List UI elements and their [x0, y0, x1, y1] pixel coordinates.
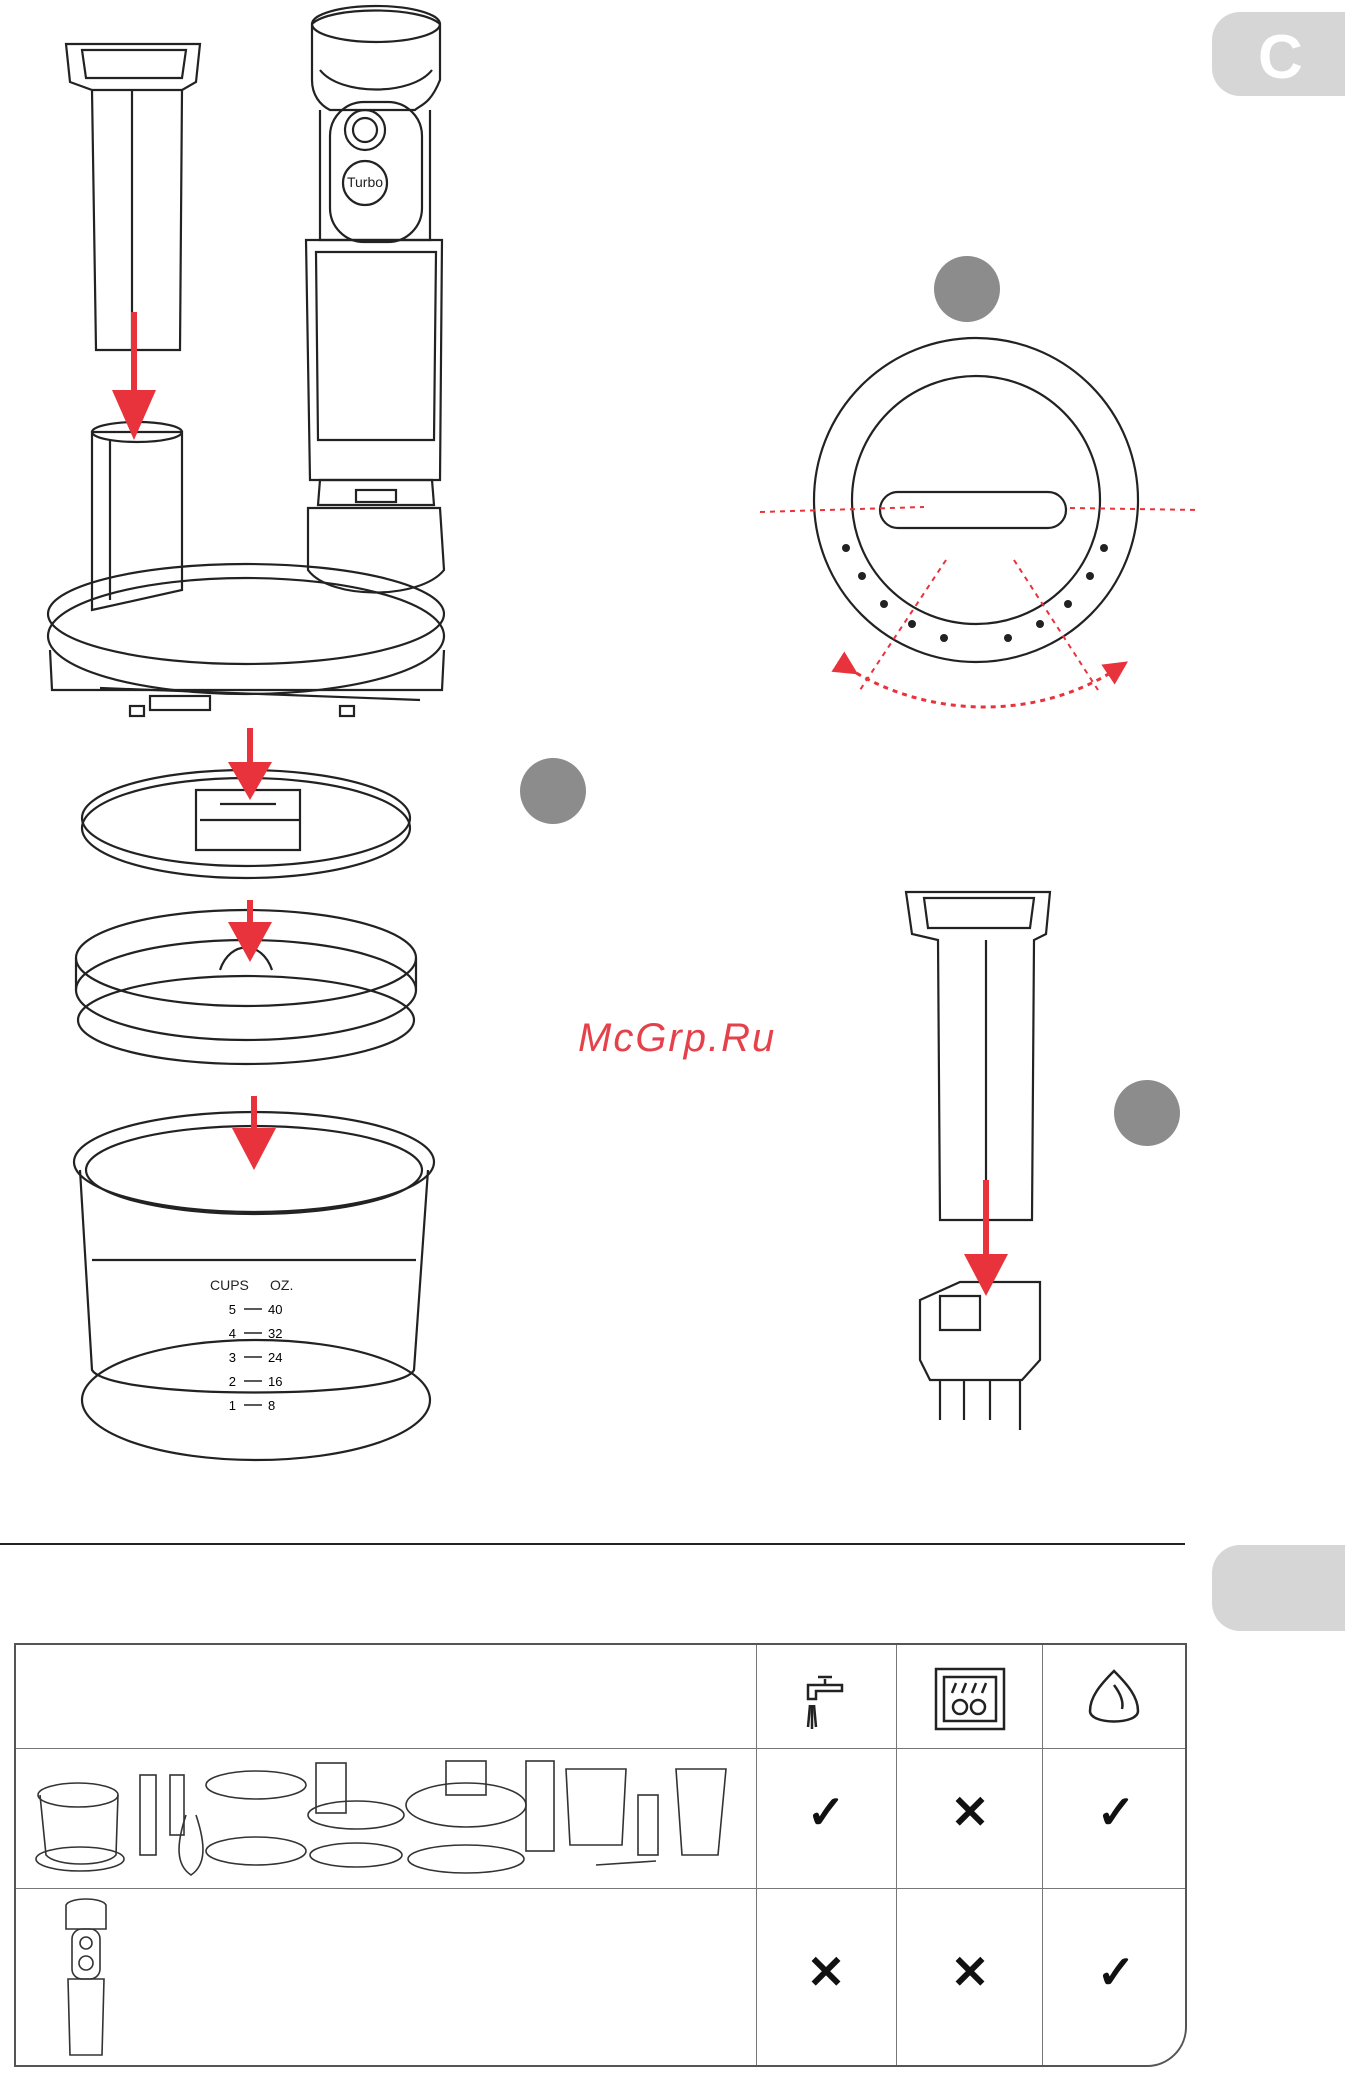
- dishwasher-no-motor: ✕: [940, 1945, 1000, 1999]
- section-tab-blank: [1212, 1545, 1345, 1631]
- bowl-scale: 5 40 4 32 3 24 2 16 1 8: [229, 1302, 283, 1413]
- tap-ok-accessories: ✓: [796, 1785, 856, 1839]
- dishwasher-no-accessories: ✕: [940, 1785, 1000, 1839]
- food-pusher-illustration: [66, 44, 200, 350]
- bowl-scale-oz: 8: [268, 1398, 275, 1413]
- bowl-scale-cups: 3: [229, 1350, 236, 1365]
- bowl-scale-oz: 24: [268, 1350, 282, 1365]
- bowl-scale-cups: 5: [229, 1302, 236, 1317]
- bowl-scale-oz: 16: [268, 1374, 282, 1389]
- tap-icon: [786, 1665, 866, 1735]
- bowl-cups-label: CUPS: [210, 1277, 249, 1293]
- assembly-illustration: Turbo CUPS OZ. 5 40 4 32 3 24 2 16 1 8: [0, 0, 1345, 1530]
- lid-illustration: [48, 508, 444, 716]
- bowl-scale-cups: 1: [229, 1398, 236, 1413]
- cloth-ok-motor: ✓: [1086, 1945, 1146, 1999]
- section-divider: [0, 1543, 1185, 1545]
- cloth-icon: [1080, 1665, 1150, 1735]
- dishwasher-icon: [930, 1663, 1010, 1735]
- watermark: McGrp.Ru: [578, 1016, 776, 1061]
- turbo-button-label: Turbo: [347, 174, 383, 190]
- tap-no-motor: ✕: [796, 1945, 856, 1999]
- bowl-scale-oz: 40: [268, 1302, 282, 1317]
- cloth-ok-accessories: ✓: [1086, 1785, 1146, 1839]
- pusher-base-illustration: [906, 892, 1050, 1430]
- bowl-scale-cups: 4: [229, 1326, 236, 1341]
- motor-unit-illustration: [306, 6, 442, 505]
- lock-diagram: [814, 338, 1138, 662]
- accessories-illustration: [26, 1755, 746, 1885]
- bowl-scale-cups: 2: [229, 1374, 236, 1389]
- cleaning-table: ✓ ✕ ✓ ✕ ✕ ✓: [14, 1643, 1187, 2067]
- bowl-scale-oz: 32: [268, 1326, 282, 1341]
- motor-unit-thumbnail: [56, 1895, 116, 2065]
- bowl-oz-label: OZ.: [270, 1277, 293, 1293]
